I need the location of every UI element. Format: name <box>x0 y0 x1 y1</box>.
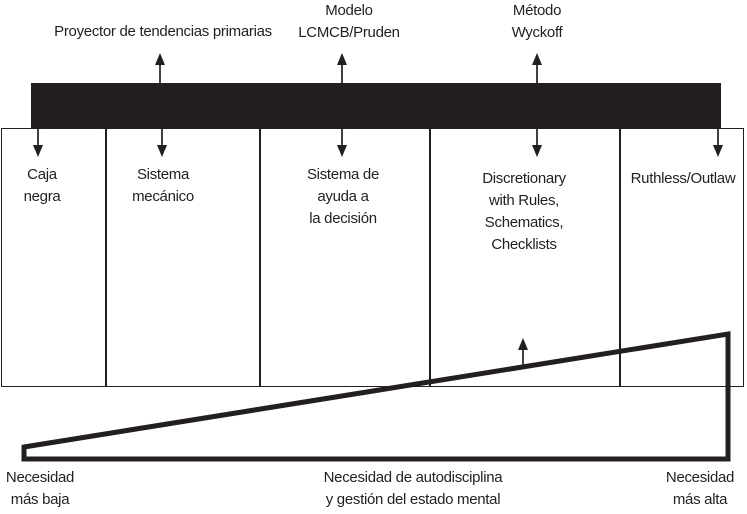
top-label-modelo-lcmcb-pruden: Modelo LCMCB/Pruden <box>298 2 400 41</box>
column-label-caja-negra: Caja negra <box>23 166 61 205</box>
column-divider-4 <box>619 129 621 386</box>
up-arrow-icon <box>337 53 347 83</box>
column-label-ruthless-outlaw: Ruthless/Outlaw <box>630 170 736 187</box>
column-divider-3 <box>429 129 431 386</box>
up-arrow-icon <box>155 53 165 83</box>
top-label-metodo-wyckoff: Método Wyckoff <box>511 2 563 41</box>
bottom-label-necesidad-mas-baja: Necesidad más baja <box>5 469 75 508</box>
column-divider-1 <box>105 129 107 386</box>
column-divider-2 <box>259 129 261 386</box>
bottom-label-necesidad-mas-alta: Necesidad más alta <box>665 469 735 508</box>
column-label-sistema-mecanico: Sistema mecánico <box>132 166 194 205</box>
column-label-discretionary: Discretionary with Rules, Schematics, Ch… <box>482 170 566 253</box>
up-arrow-icon <box>532 53 542 83</box>
spectrum-bar <box>31 83 721 128</box>
bottom-label-autodisciplina: Necesidad de autodisciplina y gestión de… <box>323 469 503 508</box>
column-label-sistema-ayuda-decision: Sistema de ayuda a la decisión <box>306 166 380 227</box>
top-label-proyector-tendencias: Proyector de tendencias primarias <box>54 23 272 40</box>
